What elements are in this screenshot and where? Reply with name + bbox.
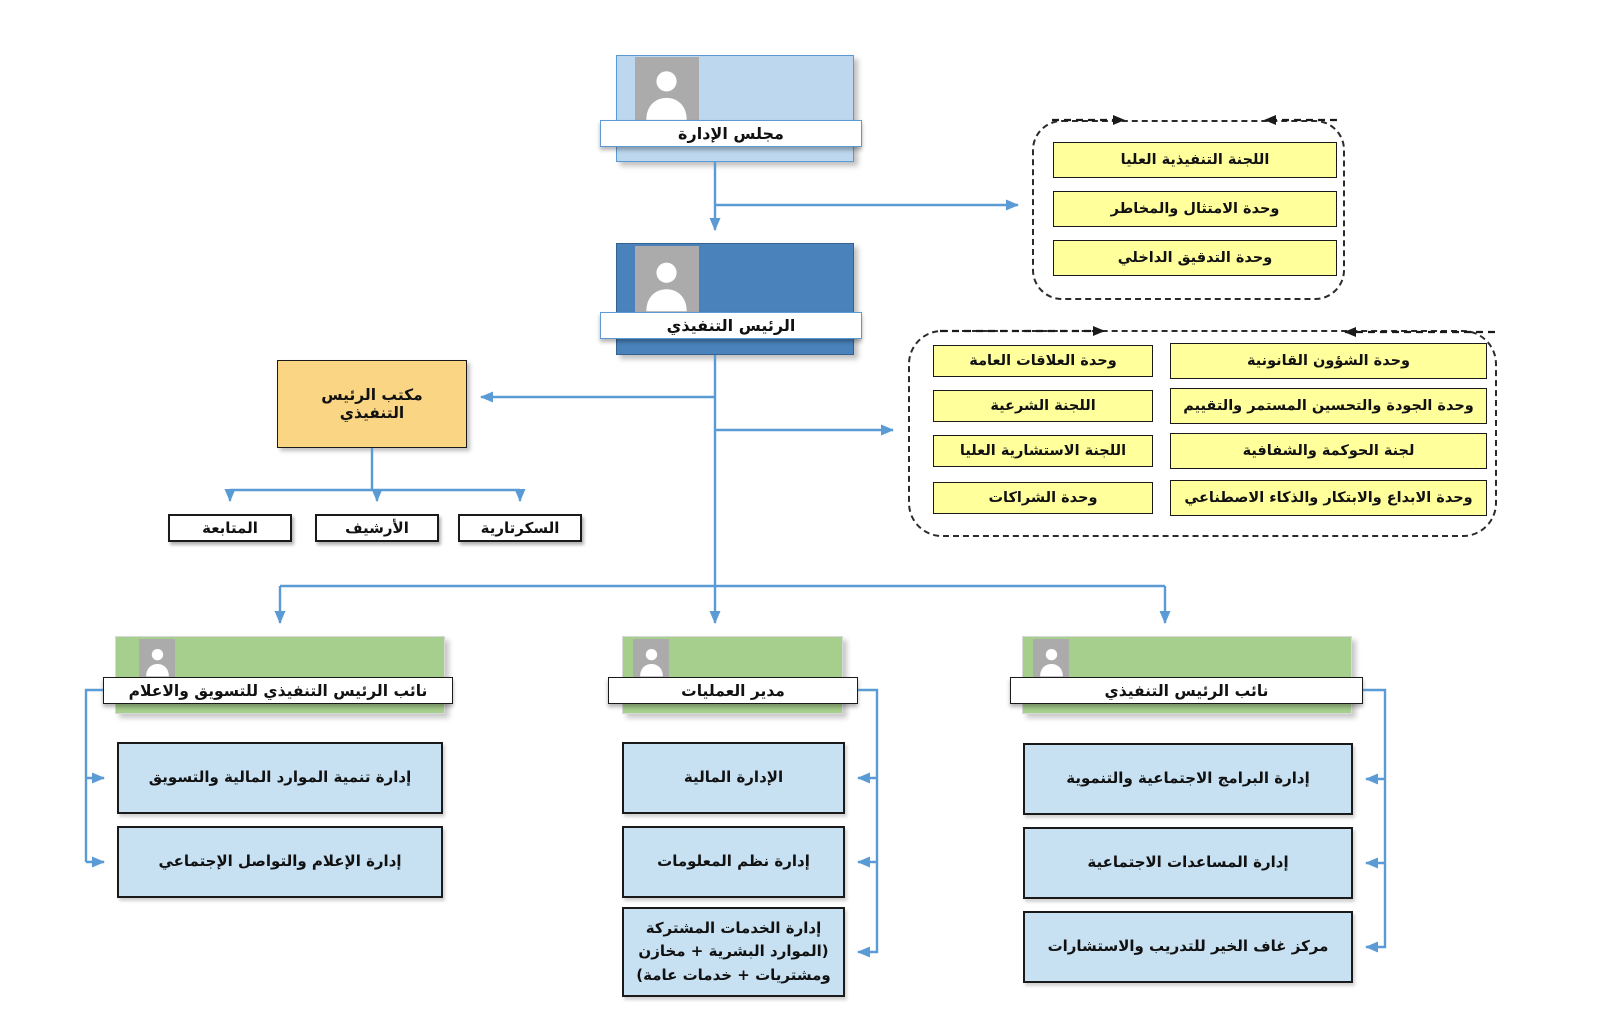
unit-box: اللجنة الاستشارية العليا (933, 435, 1153, 467)
division-label-band: نائب الرئيس التنفيذي (1010, 677, 1363, 704)
edge-office-bus (230, 448, 520, 492)
person-icon (635, 246, 699, 315)
unit-box: اللجنة التنفيذية العليا (1053, 142, 1337, 178)
department-box: إدارة الخدمات المشتركة (الموارد البشرية … (622, 907, 845, 997)
advisory-group (908, 330, 1497, 537)
person-icon (633, 639, 669, 680)
division-label-band: مدير العمليات (608, 677, 858, 704)
unit-box: لجنة الحوكمة والشفافية (1170, 433, 1487, 469)
unit-box: اللجنة الشرعية (933, 390, 1153, 422)
department-box: الإدارة المالية (622, 742, 845, 814)
department-box: إدارة البرامج الاجتماعية والتنموية (1023, 743, 1353, 815)
person-icon (139, 639, 175, 680)
person-icon (635, 57, 699, 123)
department-box: إدارة المساعدات الاجتماعية (1023, 827, 1353, 899)
ceo-label-band: الرئيس التنفيذي (600, 312, 862, 339)
unit-box: وحدة الشؤون القانونية (1170, 343, 1487, 379)
division-label-band: نائب الرئيس التنفيذي للتسويق والاعلام (103, 677, 453, 704)
oversight-group (1032, 120, 1345, 300)
edge-div1-bus (84, 688, 103, 862)
department-box: إدارة الإعلام والتواصل الإجتماعي (117, 826, 443, 898)
board-label-band: مجلس الإدارة (600, 120, 862, 147)
department-box: إدارة تنمية الموارد المالية والتسويق (117, 742, 443, 814)
unit-box: وحدة الجودة والتحسين المستمر والتقييم (1170, 388, 1487, 424)
unit-box: وحدة العلاقات العامة (933, 345, 1153, 377)
office-unit-box: السكرتارية (458, 514, 582, 542)
person-icon (1033, 639, 1069, 680)
unit-box: وحدة الامتثال والمخاطر (1053, 191, 1337, 227)
unit-box: وحدة الابداع والابتكار والذكاء الاصطناعي (1170, 480, 1487, 516)
edge-div2-bus (857, 688, 879, 958)
department-box: إدارة نظم المعلومات (622, 826, 845, 898)
office-unit-box: الأرشيف (315, 514, 439, 542)
ceo-office-box: مكتب الرئيس التنفيذي (277, 360, 467, 448)
unit-box: وحدة التدقيق الداخلي (1053, 240, 1337, 276)
office-unit-box: المتابعة (168, 514, 292, 542)
edge-div3-bus (1363, 688, 1387, 953)
unit-box: وحدة الشراكات (933, 482, 1153, 514)
department-box: مركز غاف الخير للتدريب والاستشارات (1023, 911, 1353, 983)
